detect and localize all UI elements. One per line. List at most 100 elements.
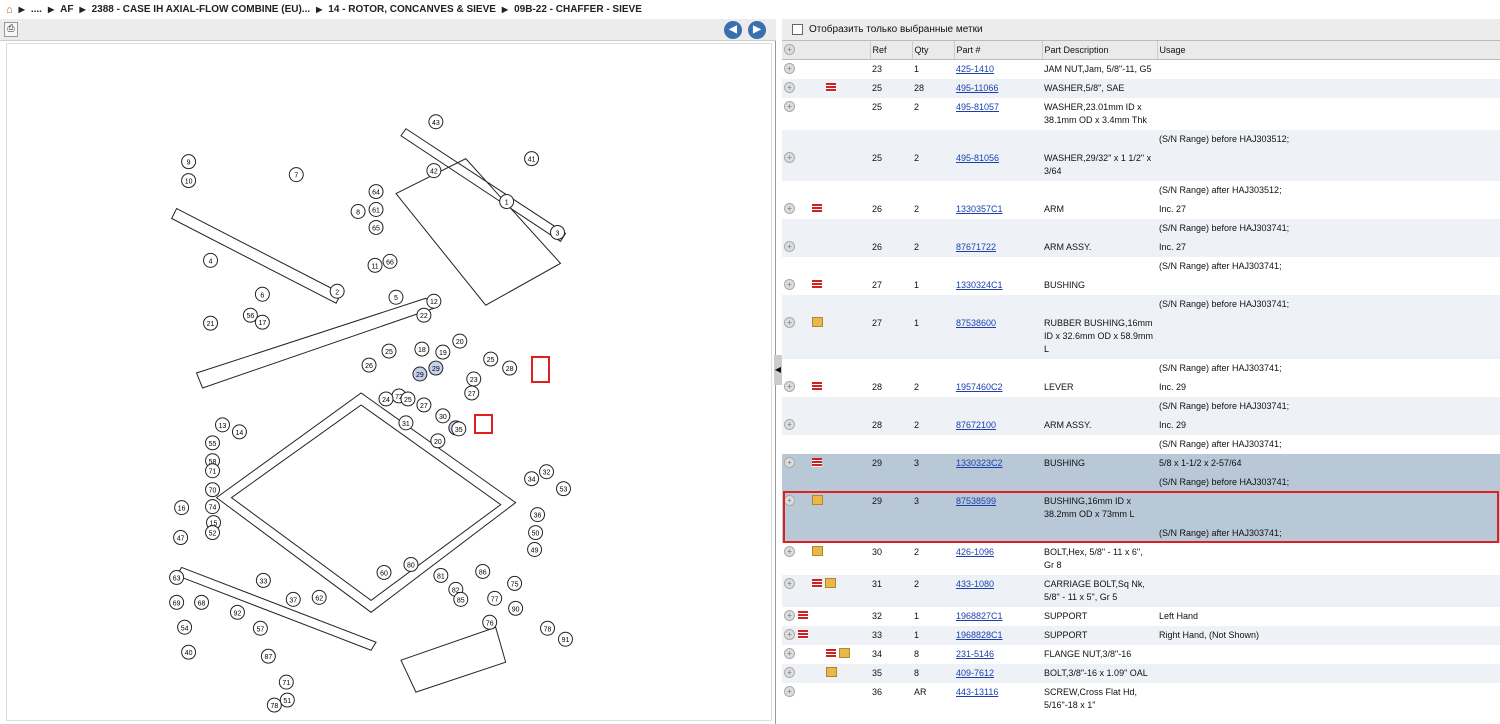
table-row[interactable]: +backbox 27 1 87538600 RUBBER BUSHING,16… — [782, 313, 1500, 359]
callout-4[interactable]: 4 — [203, 252, 219, 268]
back-arrow-icon[interactable]: back — [798, 317, 809, 328]
callout-36[interactable]: 36 — [530, 507, 546, 523]
callout-9[interactable]: 9 — [181, 154, 197, 170]
expand-icon[interactable]: + — [784, 278, 795, 290]
package-icon[interactable]: box — [812, 317, 823, 327]
expand-icon[interactable]: + — [784, 545, 795, 557]
table-row-range[interactable]: (S/N Range) before HAJ303512; — [782, 129, 1500, 149]
table-row[interactable]: +backbox 30 2 426-1096 BOLT,Hex, 5/8" - … — [782, 543, 1500, 575]
callout-25[interactable]: 25 — [483, 351, 499, 367]
breadcrumb-item-af[interactable]: AF — [60, 4, 74, 15]
table-row-range[interactable]: (S/N Range) after HAJ303741; — [782, 523, 1500, 543]
callout-76[interactable]: 76 — [482, 614, 498, 630]
part-number-link[interactable]: 495-81057 — [956, 101, 1000, 112]
callout-34[interactable]: 34 — [524, 471, 540, 487]
callout-77[interactable]: 77 — [487, 590, 503, 606]
package-icon[interactable]: box — [826, 667, 837, 677]
part-number-link[interactable]: 1957460C2 — [956, 381, 1003, 392]
table-row[interactable]: +fwdlist 26 2 1330357C1 ARM Inc. 27 — [782, 200, 1500, 219]
expand-icon[interactable]: + — [784, 647, 795, 659]
callout-8[interactable]: 8 — [350, 204, 366, 219]
forward-arrow-icon[interactable]: fwd — [812, 667, 823, 678]
callout-14[interactable]: 14 — [231, 424, 247, 440]
callout-25[interactable]: 25 — [400, 391, 416, 407]
callout-64[interactable]: 64 — [368, 184, 384, 200]
table-row[interactable]: +backlistbox 31 2 433-1080 CARRIAGE BOLT… — [782, 574, 1500, 607]
back-arrow-icon[interactable]: back — [798, 546, 809, 557]
breadcrumb-item-model[interactable]: 2388 - CASE IH AXIAL-FLOW COMBINE (EU)..… — [91, 4, 311, 15]
expand-icon[interactable]: + — [784, 100, 795, 112]
callout-53[interactable]: 53 — [556, 481, 571, 497]
list-icon[interactable]: list — [798, 629, 808, 639]
part-number-link[interactable]: 495-11066 — [956, 82, 999, 93]
callout-80[interactable]: 80 — [403, 556, 419, 572]
list-icon[interactable]: list — [812, 279, 822, 289]
table-row-range[interactable]: (S/N Range) after HAJ303741; — [782, 359, 1500, 378]
table-row[interactable]: +fwdlist 28 2 1957460C2 LEVER Inc. 29 — [782, 378, 1500, 397]
back-arrow-icon[interactable]: back — [798, 419, 809, 430]
table-row[interactable]: +fwdlist 27 1 1330324C1 BUSHING — [782, 276, 1500, 295]
table-row[interactable]: +list 33 1 1968828C1 SUPPORT Right Hand,… — [782, 625, 1500, 645]
expand-icon[interactable]: + — [784, 666, 795, 678]
callout-20[interactable]: 20 — [430, 433, 446, 449]
back-arrow-icon[interactable]: back — [798, 667, 809, 678]
callout-90[interactable]: 90 — [508, 600, 524, 616]
callout-27[interactable]: 27 — [464, 385, 480, 401]
part-number-link[interactable]: 443-13116 — [956, 686, 999, 697]
table-row-range[interactable]: (S/N Range) after HAJ303741; — [782, 257, 1500, 276]
expand-icon[interactable]: + — [784, 609, 795, 621]
callout-78[interactable]: 78 — [540, 620, 556, 636]
callout-50[interactable]: 50 — [528, 525, 544, 541]
expand-icon[interactable]: + — [784, 456, 795, 468]
callout-66[interactable]: 66 — [382, 253, 398, 269]
callout-52[interactable]: 52 — [205, 525, 220, 541]
part-number-link[interactable]: 1968828C1 — [956, 629, 1003, 640]
callout-31[interactable]: 31 — [398, 415, 414, 431]
forward-arrow-icon[interactable]: fwd — [798, 101, 809, 112]
callout-74[interactable]: 74 — [205, 499, 220, 515]
column-header-description[interactable]: Part Description — [1042, 41, 1158, 60]
callout-29[interactable]: 29 — [412, 366, 428, 382]
breadcrumb-item-section[interactable]: 14 - ROTOR, CONCANVES & SIEVE — [328, 4, 496, 15]
callout-85[interactable]: 85 — [453, 591, 469, 607]
expand-icon[interactable]: + — [784, 628, 795, 640]
callout-91[interactable]: 91 — [558, 631, 573, 647]
table-row[interactable]: +backfwd 36 AR 443-13116 SCREW,Cross Fla… — [782, 683, 1500, 715]
list-icon[interactable]: list — [798, 610, 808, 620]
callout-7[interactable]: 7 — [288, 167, 304, 183]
callout-68[interactable]: 68 — [194, 594, 210, 610]
table-row[interactable]: +fwd 25 2 495-81056 WASHER,29/32" x 1 1/… — [782, 148, 1500, 181]
callout-24[interactable]: 24 — [378, 391, 394, 407]
back-arrow-icon[interactable]: back — [798, 495, 809, 506]
home-icon[interactable]: ⌂ — [6, 3, 13, 16]
expand-icon[interactable]: + — [784, 240, 795, 252]
callout-43[interactable]: 43 — [428, 114, 444, 130]
callout-71[interactable]: 71 — [205, 463, 220, 479]
part-number-link[interactable]: 87538600 — [956, 317, 997, 328]
package-icon[interactable]: box — [812, 495, 823, 505]
list-icon[interactable]: list — [826, 82, 836, 92]
part-number-link[interactable]: 87671722 — [956, 241, 997, 252]
callout-87[interactable]: 87 — [260, 648, 276, 664]
callout-33[interactable]: 33 — [255, 572, 271, 588]
callout-86[interactable]: 86 — [475, 563, 491, 579]
callout-55[interactable]: 55 — [205, 435, 220, 451]
expand-icon[interactable]: + — [784, 81, 795, 93]
callout-17[interactable]: 17 — [254, 314, 270, 330]
package-icon[interactable]: box — [839, 648, 850, 658]
callout-51[interactable]: 51 — [279, 692, 295, 708]
print-icon[interactable]: ⎙ — [4, 22, 18, 37]
part-number-link[interactable]: 1330323C2 — [956, 457, 1003, 468]
callout-23[interactable]: 23 — [466, 371, 482, 387]
callout-20[interactable]: 20 — [452, 333, 468, 349]
breadcrumb-item-page[interactable]: 09B-22 - CHAFFER - SIEVE — [514, 4, 642, 15]
table-row[interactable]: +fwd 25 2 495-81057 WASHER,23.01mm ID x … — [782, 98, 1500, 130]
back-arrow-icon[interactable]: back — [798, 648, 809, 659]
part-number-link[interactable]: 409-7612 — [956, 667, 995, 678]
callout-6[interactable]: 6 — [254, 286, 270, 302]
callout-62[interactable]: 62 — [311, 589, 327, 605]
callout-3[interactable]: 3 — [550, 224, 565, 240]
expand-icon[interactable]: + — [784, 494, 795, 506]
callout-16[interactable]: 16 — [174, 500, 190, 516]
forward-arrow-icon[interactable]: fwd — [812, 686, 823, 697]
